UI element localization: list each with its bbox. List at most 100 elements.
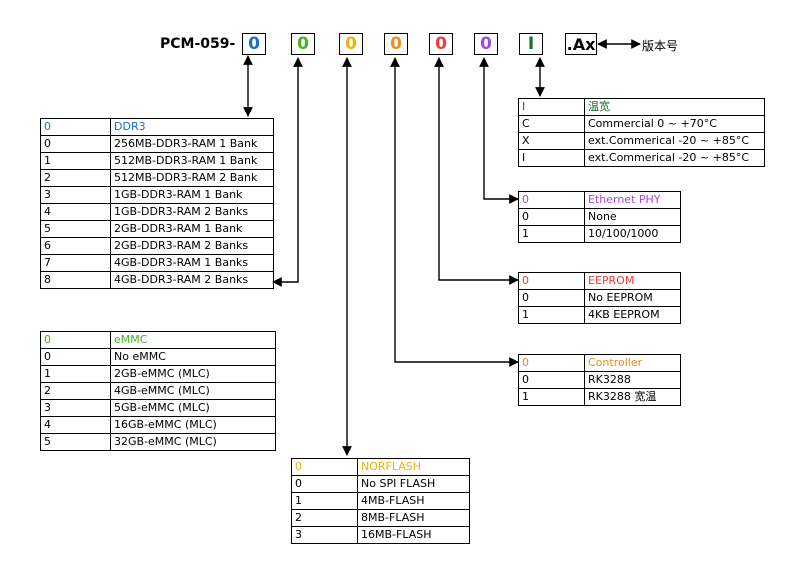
- row-label: 2GB-DDR3-RAM 2 Banks: [110, 237, 274, 255]
- row-code: 4: [40, 203, 111, 221]
- row-code: 1: [518, 388, 585, 406]
- digit-value: 0: [297, 34, 309, 54]
- row-code: 2: [291, 509, 358, 527]
- row-code: 0: [518, 208, 585, 226]
- row-label: None: [584, 208, 681, 226]
- row-label: 2GB-eMMC (MLC): [110, 365, 276, 383]
- row-code: 0: [518, 289, 585, 307]
- row-label: 4GB-DDR3-RAM 1 Banks: [110, 254, 274, 272]
- table-header-row: 0 eMMC: [40, 331, 276, 349]
- row-label: 5GB-eMMC (MLC): [110, 399, 276, 417]
- row-label: 512MB-DDR3-RAM 1 Bank: [110, 152, 274, 170]
- row-code: 1: [518, 306, 585, 324]
- header-code: 0: [518, 272, 585, 290]
- row-code: 0: [291, 475, 358, 493]
- row-code: 4: [40, 416, 111, 434]
- row-label: 512MB-DDR3-RAM 2 Bank: [110, 169, 274, 187]
- row-label: 16MB-FLASH: [357, 526, 470, 544]
- header-label: Ethernet PHY: [584, 191, 681, 209]
- row-label: No eMMC: [110, 348, 276, 366]
- header-code: I: [518, 98, 585, 116]
- digit-value: I: [527, 34, 535, 54]
- row-label: 8MB-FLASH: [357, 509, 470, 527]
- row-label: RK3288: [584, 371, 681, 389]
- header-label: 温宽: [584, 98, 765, 116]
- row-code: 0: [40, 135, 111, 153]
- row-label: 1GB-DDR3-RAM 2 Banks: [110, 203, 274, 221]
- row-code: 0: [40, 348, 111, 366]
- digit-ethernet: 0: [474, 33, 498, 55]
- row-code: 1: [518, 225, 585, 243]
- digit-value: 0: [345, 34, 357, 54]
- table-header-row: 0 EEPROM: [518, 272, 681, 290]
- row-label: 2GB-DDR3-RAM 1 Bank: [110, 220, 274, 238]
- table-header-row: 0 Ethernet PHY: [518, 191, 681, 209]
- row-code: 6: [40, 237, 111, 255]
- row-label: ext.Commerical -20 ~ +85°C: [584, 149, 765, 167]
- header-label: Controller: [584, 354, 681, 372]
- header-label: DDR3: [110, 118, 274, 136]
- row-code: 0: [518, 371, 585, 389]
- digit-ddr3: 0: [242, 33, 266, 55]
- row-label: No SPI FLASH: [357, 475, 470, 493]
- header-label: eMMC: [110, 331, 276, 349]
- header-code: 0: [291, 458, 358, 476]
- row-code: 7: [40, 254, 111, 272]
- row-label: 256MB-DDR3-RAM 1 Bank: [110, 135, 274, 153]
- row-code: 5: [40, 433, 111, 451]
- row-code: X: [518, 132, 585, 150]
- digit-value: 0: [480, 34, 492, 54]
- table-header-row: 0 DDR3: [40, 118, 274, 136]
- row-label: 10/100/1000: [584, 225, 681, 243]
- row-code: 2: [40, 382, 111, 400]
- digit-norflash: 0: [339, 33, 363, 55]
- header-code: 0: [40, 331, 111, 349]
- header-label: NORFLASH: [357, 458, 470, 476]
- row-code: 3: [291, 526, 358, 544]
- row-code: 2: [40, 169, 111, 187]
- row-code: 3: [40, 399, 111, 417]
- row-code: 3: [40, 186, 111, 204]
- row-code: C: [518, 115, 585, 133]
- row-label: No EEPROM: [584, 289, 681, 307]
- digit-emmc: 0: [291, 33, 315, 55]
- header-code: 0: [518, 354, 585, 372]
- row-label: RK3288 宽温: [584, 388, 681, 406]
- header-label: EEPROM: [584, 272, 681, 290]
- table-header-row: I 温宽: [518, 98, 765, 116]
- digit-temp: I: [519, 33, 543, 55]
- ethernet-arrow: [479, 57, 519, 204]
- row-label: 4GB-eMMC (MLC): [110, 382, 276, 400]
- digit-value: 0: [390, 34, 402, 54]
- controller-arrow: [390, 57, 519, 367]
- digit-value: 0: [248, 34, 260, 54]
- row-code: 5: [40, 220, 111, 238]
- row-code: 1: [40, 152, 111, 170]
